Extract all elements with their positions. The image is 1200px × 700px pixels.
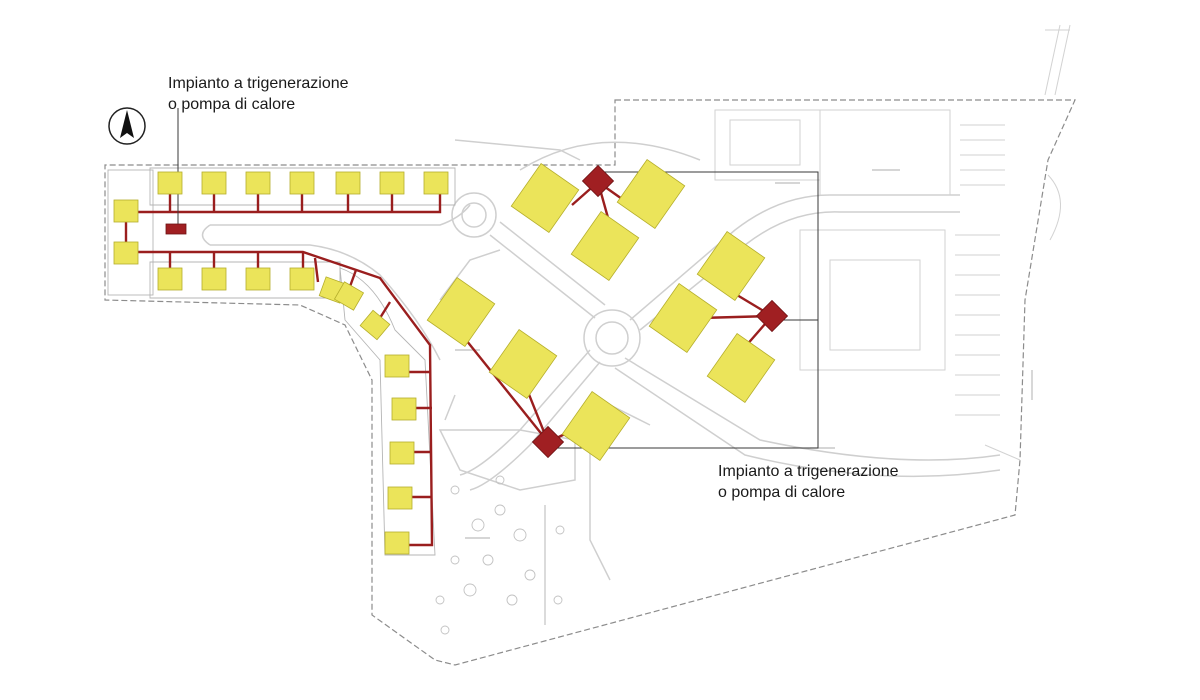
building [245, 171, 271, 195]
building [113, 199, 139, 223]
north-arrow-icon [108, 107, 146, 145]
building [384, 531, 410, 555]
site-boundary [104, 99, 1076, 666]
heating-network [124, 181, 773, 547]
plant-label-top: Impianto a trigenerazione o pompa di cal… [168, 73, 349, 115]
building [387, 486, 413, 510]
building [201, 171, 227, 195]
building [333, 281, 365, 311]
plants [165, 164, 789, 459]
plant-marker-east [755, 299, 789, 333]
building [289, 171, 315, 195]
building [423, 171, 449, 195]
building [289, 267, 315, 291]
building [389, 441, 415, 465]
building [245, 267, 271, 291]
building [335, 171, 361, 195]
trees [435, 475, 565, 635]
building [359, 309, 391, 341]
plant-label-top-line2: o pompa di calore [168, 96, 296, 113]
plant-label-bottom-line2: o pompa di calore [718, 484, 846, 501]
buildings [113, 158, 776, 555]
building [648, 282, 718, 354]
building [201, 267, 227, 291]
building [426, 276, 496, 348]
plant-label-top-line1: Impianto a trigenerazione [168, 75, 349, 92]
building [391, 397, 417, 421]
plant-marker-north [581, 164, 615, 198]
building [157, 171, 183, 195]
building [561, 390, 631, 462]
building [510, 162, 580, 234]
building [384, 354, 410, 378]
plant-marker-south [531, 425, 565, 459]
building [706, 332, 776, 404]
minor-annotations [455, 169, 1033, 539]
building [113, 241, 139, 265]
building [696, 230, 766, 302]
building [157, 267, 183, 291]
building [616, 158, 686, 230]
plant-marker-west [165, 223, 187, 235]
building [488, 328, 558, 400]
plant-label-bottom-line1: Impianto a trigenerazione [718, 463, 899, 480]
building [570, 210, 640, 282]
plant-label-bottom: Impianto a trigenerazione o pompa di cal… [718, 461, 899, 503]
building [379, 171, 405, 195]
parking-area [714, 24, 1071, 461]
